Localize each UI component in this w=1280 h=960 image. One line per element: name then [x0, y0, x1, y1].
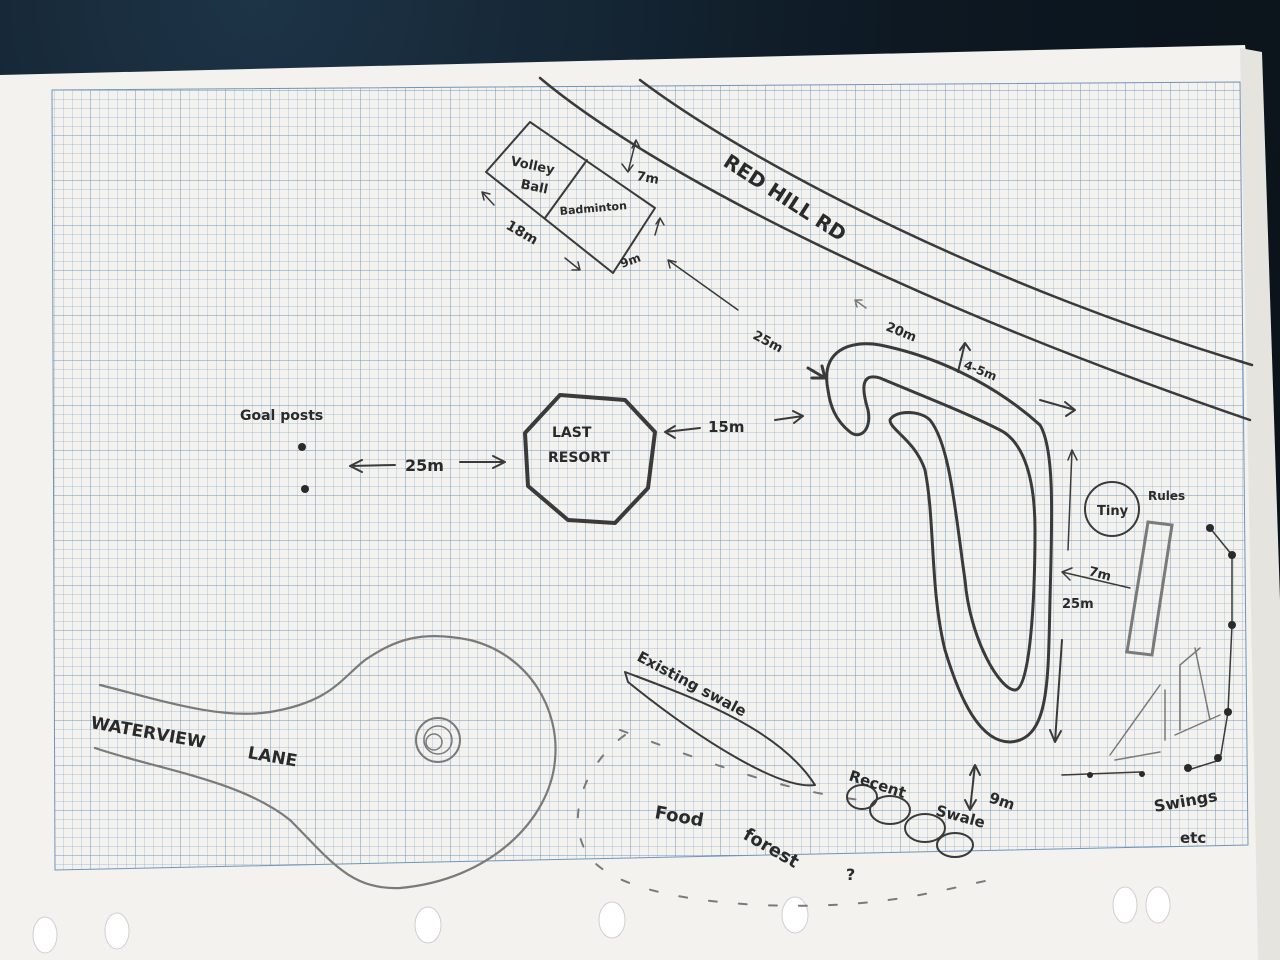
tiny-label: Tiny	[1097, 504, 1129, 519]
rules-strip	[1125, 520, 1174, 657]
track-to-rules-label: 7m	[1087, 564, 1113, 584]
hole	[1112, 886, 1138, 924]
rules-label: Rules	[1148, 489, 1185, 503]
court-divider	[544, 159, 588, 219]
hole	[598, 901, 626, 939]
hole	[1145, 886, 1171, 924]
building-to-track-label: 15m	[708, 418, 745, 436]
sports-courts: Volley Ball Badminton 7m 18m 9m	[481, 121, 739, 311]
punch-holes	[32, 886, 1171, 954]
roundabout-tree	[415, 717, 461, 763]
goal-posts: Goal posts 25m	[240, 408, 506, 493]
goal-to-building-label: 25m	[405, 456, 444, 475]
court-width-label: 9m	[618, 251, 642, 271]
court-offset-label: 7m	[635, 169, 660, 188]
track-length-label: 25m	[1062, 597, 1094, 612]
goal-posts-label: Goal posts	[240, 408, 323, 424]
swings-area: Swings etc	[1061, 524, 1236, 847]
building-label-2: RESORT	[548, 450, 610, 466]
badminton-label: Badminton	[559, 199, 627, 218]
courts-outline	[485, 121, 656, 274]
goal-post-marker	[298, 443, 306, 451]
last-resort-building: LAST RESORT 15m	[523, 393, 804, 525]
tiny-circle	[1084, 481, 1140, 537]
hole	[414, 906, 442, 944]
food-forest-question: ?	[846, 865, 855, 884]
hole	[104, 912, 130, 950]
goal-post-marker	[301, 485, 309, 493]
building-label-1: LAST	[552, 425, 592, 441]
hole	[32, 916, 58, 954]
hole	[781, 896, 809, 934]
rules-area: Tiny Rules	[1084, 481, 1185, 657]
swings-label-2: etc	[1180, 829, 1206, 847]
volleyball-label-2: Ball	[519, 177, 549, 197]
